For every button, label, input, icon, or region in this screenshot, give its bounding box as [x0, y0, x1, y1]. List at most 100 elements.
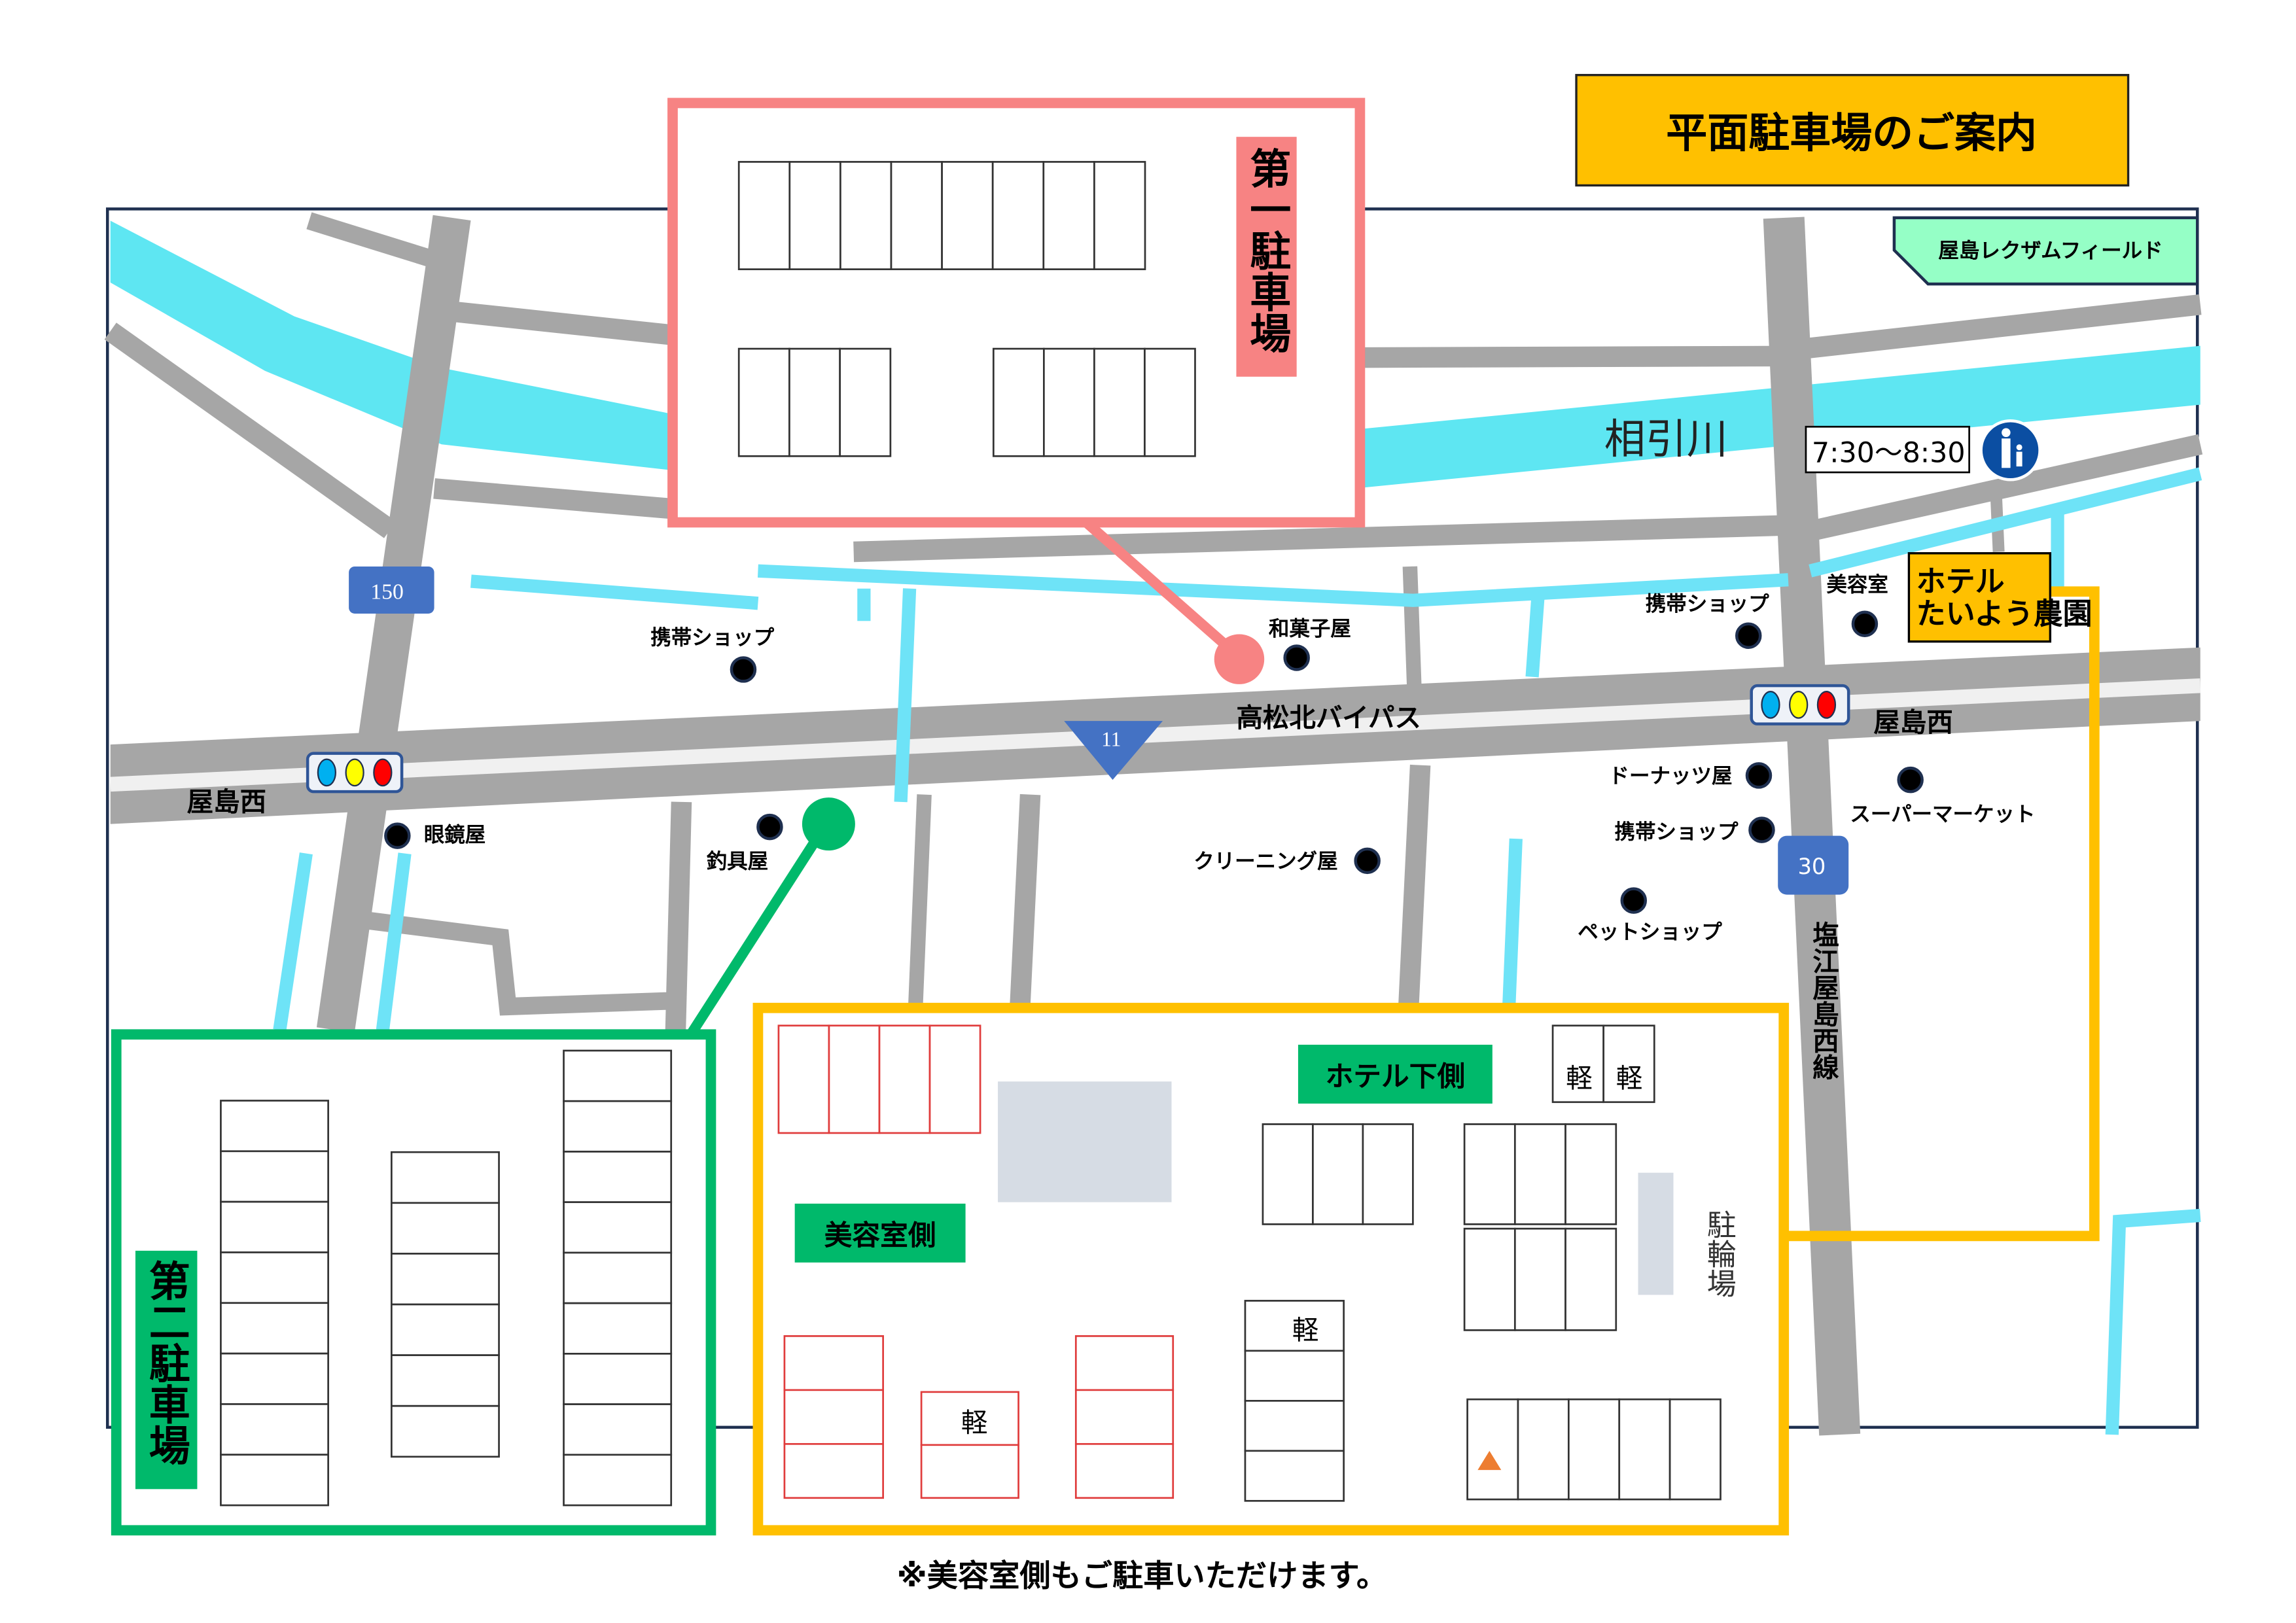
svg-text:たいよう農園: たいよう農園 — [1916, 597, 2093, 631]
shop-marker: 釣具屋 — [707, 813, 783, 873]
parking-lot-hotel[interactable]: ホテル下側 美容室側 駐輪場 軽 軽 軽 軽 — [752, 1002, 1790, 1536]
parking-space — [563, 1251, 673, 1304]
parking-space — [928, 1024, 981, 1134]
parking-space — [788, 347, 841, 457]
parking-space — [920, 1391, 1019, 1446]
parking-space — [783, 1442, 884, 1499]
kei-label: 軽 — [961, 1407, 987, 1439]
parking-space — [1074, 1442, 1174, 1499]
traffic-light-icon — [306, 752, 404, 794]
parking-space — [220, 1302, 329, 1355]
shop-marker: ドーナッツ屋 — [1609, 762, 1773, 789]
bypass-label: 高松北バイパス — [1236, 702, 1421, 733]
parking-space — [1551, 1024, 1605, 1104]
route-30-sign: 30 — [1778, 835, 1849, 895]
parking-space — [220, 1150, 329, 1203]
svg-text:ホテル: ホテル — [1916, 564, 2005, 599]
svg-text:ペットショップ: ペットショップ — [1578, 920, 1722, 944]
shop-marker: 携帯ショップ — [1646, 592, 1769, 649]
svg-text:スーパーマーケット: スーパーマーケット — [1850, 803, 2035, 826]
parking-space — [1517, 1398, 1570, 1501]
svg-text:ホテル下側: ホテル下側 — [1326, 1060, 1466, 1093]
parking-space — [390, 1405, 500, 1458]
bike-parking-label: 駐輪場 — [1702, 1210, 1737, 1298]
parking-space — [1564, 1227, 1617, 1331]
parking-space — [220, 1251, 329, 1304]
parking-space — [563, 1302, 673, 1355]
shop-marker: 美容室 — [1826, 572, 1888, 637]
kei-label: 軽 — [1616, 1062, 1642, 1094]
parking-space — [1244, 1300, 1345, 1352]
svg-text:携帯ショップ: 携帯ショップ — [1646, 592, 1769, 616]
parking-space — [991, 161, 1045, 270]
parking-lot-1[interactable]: 第一駐車場 — [667, 97, 1366, 684]
parking-space — [992, 347, 1045, 457]
parking-space — [1312, 1123, 1364, 1225]
parking-space — [1568, 1398, 1621, 1501]
svg-text:美容室: 美容室 — [1826, 572, 1888, 597]
parking-space — [390, 1202, 500, 1255]
parking-space — [941, 161, 994, 270]
parking-space — [920, 1444, 1019, 1499]
parking-space — [220, 1100, 329, 1153]
hotel-connector — [1784, 586, 2100, 1242]
shop-marker: 携帯ショップ — [1615, 816, 1775, 844]
shops: 携帯ショップ 和菓子屋 携帯ショップ 美容室 眼鏡屋 釣具屋 クリーニング屋 ド… — [384, 572, 2035, 944]
route-11-sign: 11 — [1064, 721, 1163, 780]
shop-marker: 眼鏡屋 — [384, 822, 486, 849]
parking-space — [1513, 1123, 1566, 1225]
footer-note: ※美容室側もご駐車いただけます。 — [897, 1558, 1387, 1594]
parking-space — [783, 1389, 884, 1445]
parking-space — [1362, 1123, 1414, 1225]
parking-space — [563, 1353, 673, 1405]
shop-marker: ペットショップ — [1578, 887, 1722, 944]
parking-space — [1074, 1335, 1174, 1391]
parking-space — [1043, 347, 1095, 457]
parking-space — [1244, 1450, 1345, 1502]
parking-space — [563, 1049, 673, 1102]
intersection-east-label: 屋島西 — [1873, 707, 1952, 738]
warning-triangle-icon — [1477, 1450, 1502, 1471]
parking-lot-2-label: 第二駐車場 — [143, 1259, 190, 1465]
svg-text:平面駐車場のご案内: 平面駐車場のご案内 — [1666, 109, 2037, 157]
traffic-light-icon — [1750, 684, 1850, 725]
parking-space — [890, 161, 943, 270]
parking-space — [1463, 1123, 1516, 1225]
page-title: 平面駐車場のご案内 — [1575, 74, 2130, 187]
parking-space — [220, 1454, 329, 1507]
hotel-taiyou-nouen: ホテル たいよう農園 — [1907, 552, 2093, 643]
parking-space — [1244, 1350, 1345, 1402]
parking-space — [1602, 1024, 1655, 1104]
waterways — [273, 467, 2202, 1435]
svg-text:ドーナッツ屋: ドーナッツ屋 — [1609, 765, 1733, 788]
salon-side-label: 美容室側 — [794, 1203, 966, 1263]
svg-text:携帯ショップ: 携帯ショップ — [1615, 820, 1739, 844]
route-150-sign: 150 — [349, 566, 434, 614]
parking-space — [788, 161, 841, 270]
parking-space — [777, 1024, 830, 1134]
svg-text:150: 150 — [370, 580, 404, 604]
parking-lot-1-label: 第一駐車場 — [1243, 147, 1291, 353]
parking-space — [390, 1303, 500, 1356]
svg-text:7:30〜8:30: 7:30〜8:30 — [1812, 436, 1966, 469]
shop-marker: スーパーマーケット — [1850, 766, 2035, 826]
parking-space — [563, 1454, 673, 1507]
school-route-time: 7:30〜8:30 — [1805, 425, 1970, 474]
parking-space — [1669, 1398, 1722, 1501]
parking-space — [1262, 1123, 1314, 1225]
parking-space — [1463, 1227, 1516, 1331]
shop-marker: クリーニング屋 — [1193, 847, 1381, 875]
parking-space — [563, 1151, 673, 1204]
parking-space — [783, 1335, 884, 1391]
parking-space — [737, 161, 791, 270]
parking-space — [390, 1253, 500, 1306]
svg-text:30: 30 — [1797, 854, 1826, 879]
svg-text:携帯ショップ: 携帯ショップ — [650, 626, 774, 650]
parking-space — [1244, 1400, 1345, 1452]
river-label: 相引川 — [1604, 415, 1728, 463]
kei-label: 軽 — [1292, 1314, 1318, 1346]
shop-marker: 和菓子屋 — [1269, 618, 1351, 671]
svg-text:眼鏡屋: 眼鏡屋 — [424, 823, 486, 847]
parking-lot-2[interactable]: 第二駐車場 — [111, 797, 855, 1536]
parking-space — [390, 1151, 500, 1204]
